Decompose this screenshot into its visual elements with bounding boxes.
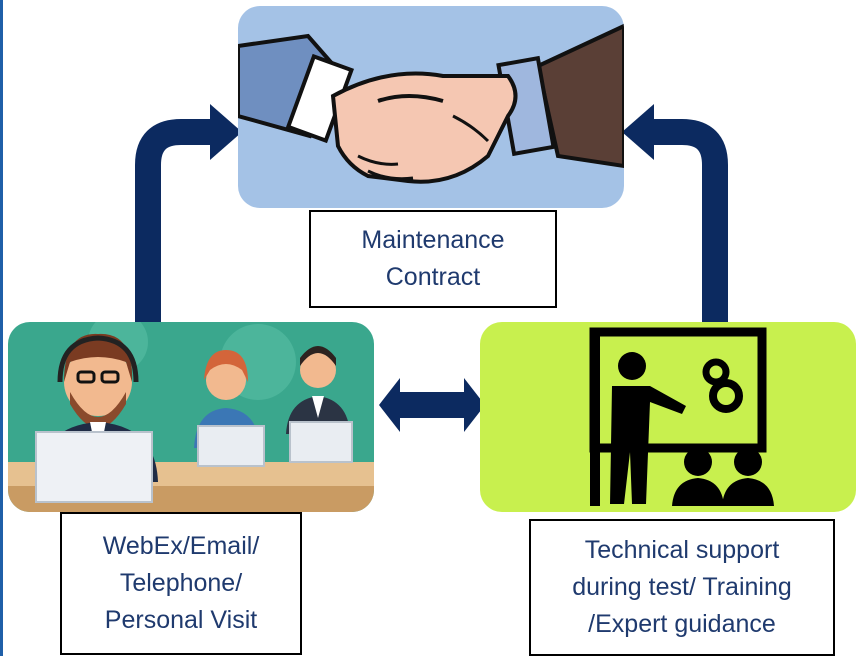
training-panel [480, 322, 856, 512]
support-label-box: WebEx/Email/ Telephone/ Personal Visit [60, 512, 302, 655]
arrow-support-to-contract-head [210, 104, 242, 160]
helpdesk-agents-icon [8, 322, 374, 512]
presentation-training-icon [589, 327, 774, 506]
page-edge-rule [0, 0, 3, 656]
support-label: WebEx/Email/ Telephone/ Personal Visit [102, 532, 260, 634]
contract-label-box: Maintenance Contract [309, 210, 557, 308]
contract-panel [238, 6, 624, 208]
arrow-training-to-contract [652, 119, 728, 322]
bidirectional-arrow [379, 378, 485, 432]
support-panel [8, 322, 374, 512]
training-label-box: Technical support during test/ Training … [529, 519, 835, 656]
handshake-icon [238, 23, 624, 184]
arrow-training-to-contract-head [622, 104, 654, 160]
arrow-support-to-contract [135, 119, 212, 322]
training-label: Technical support during test/ Training … [572, 536, 792, 638]
contract-label: Maintenance Contract [361, 226, 505, 291]
